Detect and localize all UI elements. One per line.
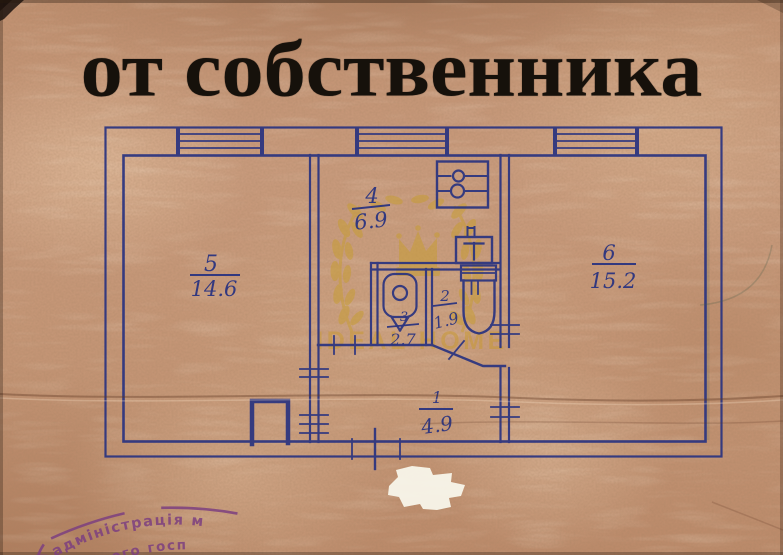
page-title: от собственника	[80, 24, 703, 113]
